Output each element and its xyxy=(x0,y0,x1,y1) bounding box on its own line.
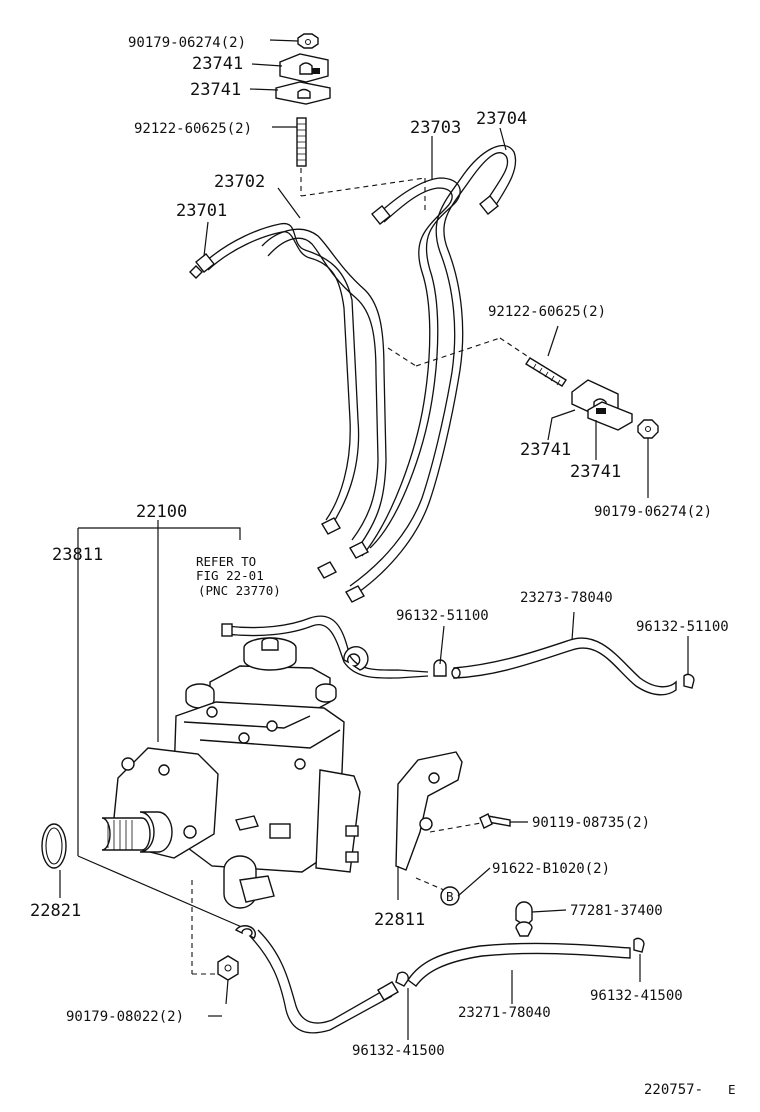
stud-mid-icon xyxy=(525,357,567,387)
overflow-pipe xyxy=(221,615,447,679)
hose-lower xyxy=(395,937,645,1040)
nut-top-icon xyxy=(297,33,319,49)
label-nut-top: 90179-06274(2) xyxy=(128,35,246,51)
label-diagram-id: 220757- xyxy=(644,1082,703,1098)
label-hose-lower: 23271-78040 xyxy=(458,1005,551,1021)
pipe-nut-bottom-icons xyxy=(317,517,369,603)
label-pipe-23701: 23701 xyxy=(176,201,227,221)
washer-icon xyxy=(440,886,460,906)
clip-2-icon xyxy=(683,673,695,689)
bolt-icon xyxy=(479,813,511,829)
label-pipe-23702: 23702 xyxy=(214,172,265,192)
label-clamp-top-a: 23741 xyxy=(192,54,243,74)
label-refer-line1: REFER TO xyxy=(196,554,256,569)
hose-upper xyxy=(451,611,695,696)
label-pipe-23704: 23704 xyxy=(476,109,527,129)
label-clamp-mid-a: 23741 xyxy=(520,440,571,460)
clamp-top-upper-icon xyxy=(279,53,329,83)
label-refer-line3: (PNC 23770) xyxy=(198,583,281,598)
nut-bottom-icon xyxy=(217,955,239,981)
stud-top-icon xyxy=(296,117,307,167)
reference-frame xyxy=(59,520,245,929)
clamp-mid-lower-icon xyxy=(587,401,633,431)
label-clip-4: 96132-41500 xyxy=(590,988,683,1004)
label-clamp-small: 77281-37400 xyxy=(570,903,663,919)
label-oring: 22821 xyxy=(30,901,81,921)
label-clamp-top-b: 23741 xyxy=(190,80,241,100)
label-stud-top: 92122-60625(2) xyxy=(134,121,252,137)
pipe-nut-23701-icon xyxy=(189,253,215,279)
bracket-22811-icon xyxy=(395,751,528,906)
label-clip-2: 96132-51100 xyxy=(636,619,729,635)
injection-pump-icon xyxy=(101,637,361,909)
top-clamp-group xyxy=(249,33,426,197)
label-clip-3: 96132-41500 xyxy=(352,1043,445,1059)
label-nut-mid: 90179-06274(2) xyxy=(594,504,712,520)
clip-3-icon xyxy=(395,971,409,987)
label-pump-assy: 22100 xyxy=(136,502,187,522)
label-washer-mark: B xyxy=(446,889,454,904)
label-refer-line2: FIG 22-01 xyxy=(196,568,264,583)
label-bolt: 90119-08735(2) xyxy=(532,815,650,831)
label-washer: 91622-B1020(2) xyxy=(492,861,610,877)
pipe-nut-23703-icon xyxy=(371,205,391,225)
pipe-nut-23704-icon xyxy=(479,195,499,215)
clamp-top-lower-icon xyxy=(275,81,331,105)
label-bracket: 22811 xyxy=(374,910,425,930)
clip-4-icon xyxy=(633,937,645,953)
label-hose-upper: 23273-78040 xyxy=(520,590,613,606)
label-nut-bottom: 90179-08022(2) xyxy=(66,1009,184,1025)
mid-clamp-group xyxy=(387,325,659,498)
label-clamp-mid-b: 23741 xyxy=(570,462,621,482)
lower-pipe xyxy=(191,880,399,1034)
clamp-small-icon xyxy=(515,901,567,937)
label-pipe-23703: 23703 xyxy=(410,118,461,138)
nut-mid-icon xyxy=(637,419,659,439)
label-oring-group: 23811 xyxy=(52,545,103,565)
label-stud-mid: 92122-60625(2) xyxy=(488,304,606,320)
label-diagram-suffix: E xyxy=(728,1082,736,1097)
injection-pipes xyxy=(189,127,517,603)
label-clip-1: 96132-51100 xyxy=(396,608,489,624)
clip-1-icon xyxy=(433,659,447,677)
oring-icon xyxy=(41,823,67,869)
